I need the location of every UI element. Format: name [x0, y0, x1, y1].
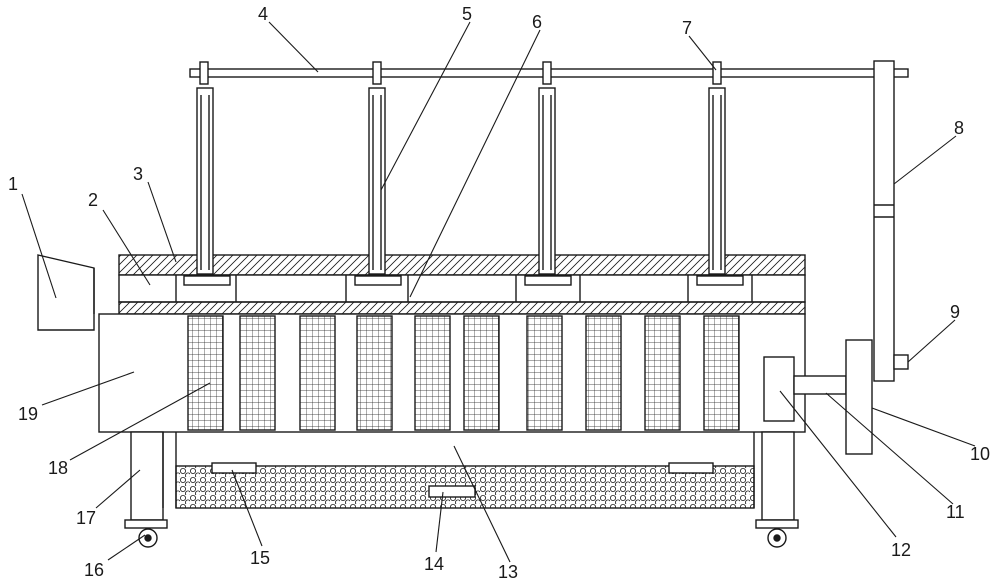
disc — [845, 339, 873, 455]
label-11: 11 — [946, 502, 965, 522]
vertical-arm — [873, 60, 895, 382]
label-19: 19 — [18, 404, 38, 424]
middle-chamber — [118, 274, 806, 303]
lower-plate — [118, 301, 806, 315]
top-plate — [118, 254, 806, 276]
shaft — [793, 375, 847, 395]
left-leg — [130, 431, 164, 521]
label-2: 2 — [88, 190, 98, 210]
arm-pin — [893, 354, 909, 370]
label-7: 7 — [682, 18, 692, 38]
label-17: 17 — [76, 508, 96, 528]
label-6: 6 — [532, 12, 542, 32]
label-18: 18 — [48, 458, 68, 478]
leader-lines — [21, 21, 976, 563]
label-3: 3 — [133, 164, 143, 184]
label-4: 4 — [258, 4, 268, 24]
label-15: 15 — [250, 548, 270, 568]
feed-hopper — [37, 254, 95, 331]
right-leg — [761, 431, 795, 521]
label-13: 13 — [498, 562, 518, 582]
filter-screens — [187, 315, 740, 431]
label-14: 14 — [424, 554, 444, 574]
label-5: 5 — [462, 4, 472, 24]
label-12: 12 — [891, 540, 911, 560]
label-8: 8 — [954, 118, 964, 138]
callout-labels: 1 2 3 4 5 6 7 8 9 10 11 12 13 14 15 16 1… — [8, 4, 990, 582]
push-rods — [183, 61, 744, 286]
label-9: 9 — [950, 302, 960, 322]
label-1: 1 — [8, 174, 18, 194]
motor — [763, 356, 795, 422]
label-10: 10 — [970, 444, 990, 464]
tray-handle — [428, 485, 476, 498]
label-16: 16 — [84, 560, 104, 580]
